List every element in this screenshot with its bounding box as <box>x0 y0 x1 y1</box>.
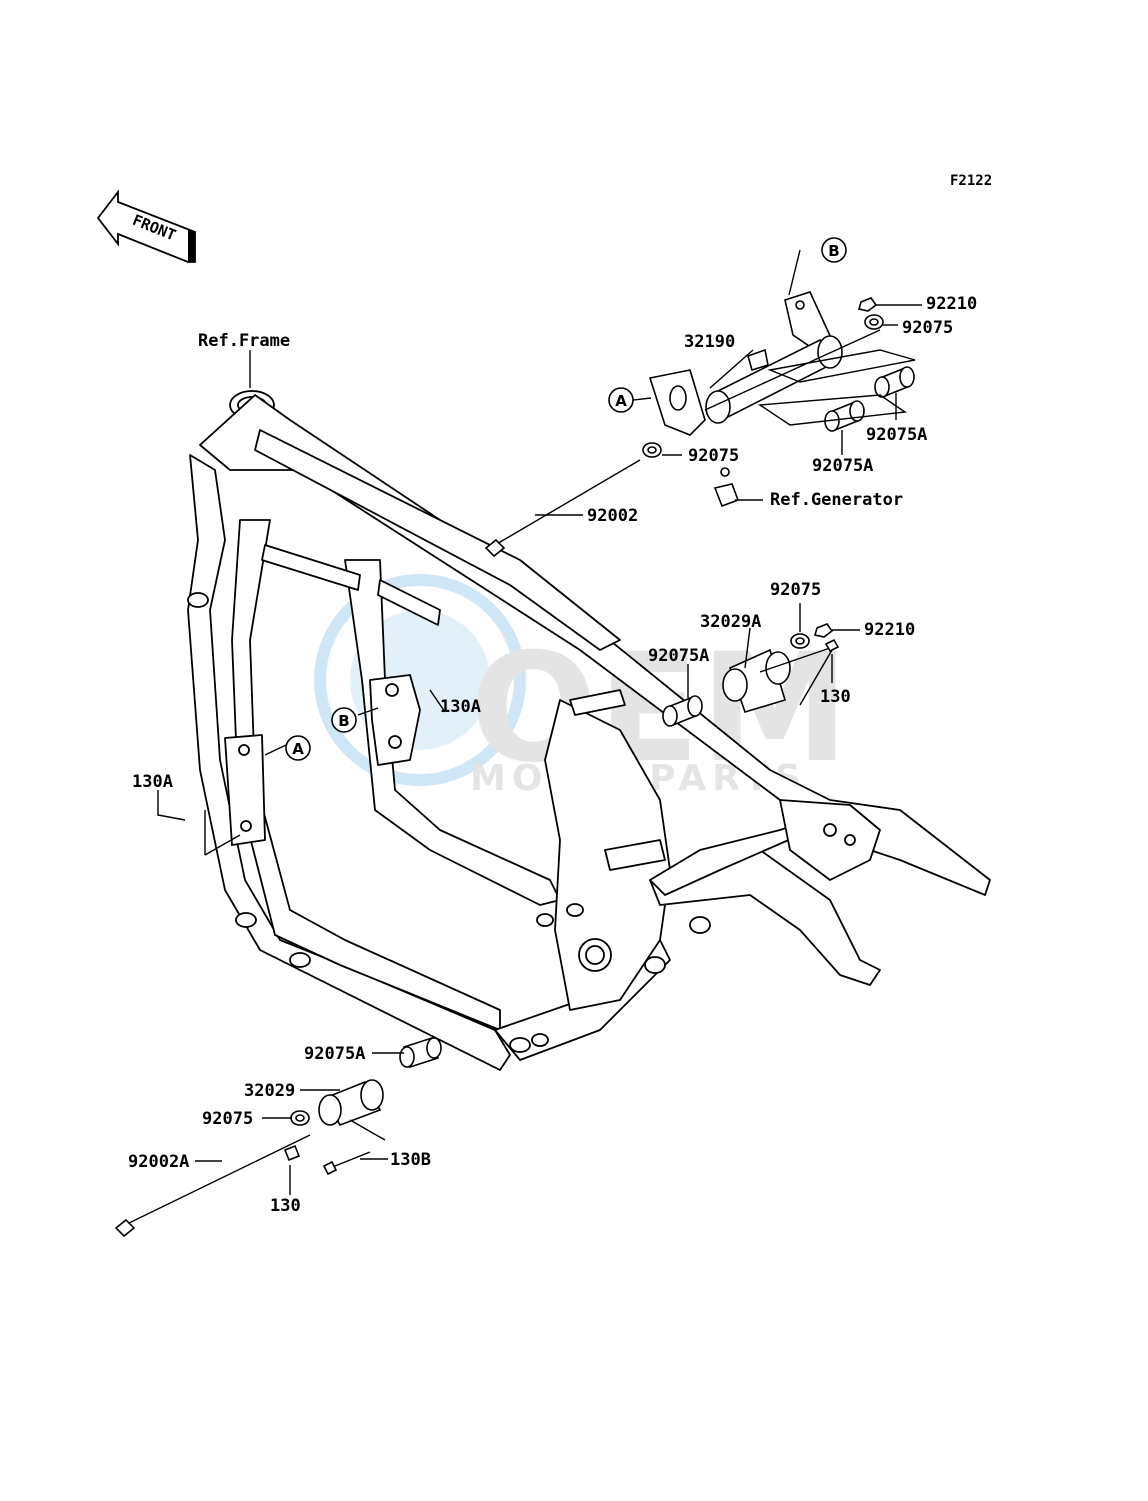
svg-text:B: B <box>828 242 839 260</box>
part-label-130a-c: 130A <box>440 697 481 717</box>
part-label-92075a-b: 92075A <box>648 646 709 666</box>
part-label-92075-b: 92075 <box>770 580 821 600</box>
part-label-130a-l: 130A <box>132 772 173 792</box>
part-label-92075a-r2: 92075A <box>812 456 873 476</box>
motorcycle-frame <box>187 390 991 1071</box>
callout-a-left: A <box>285 735 311 761</box>
callout-a-top: A <box>608 387 634 413</box>
part-label-130-low: 130 <box>270 1196 301 1216</box>
part-label-92075-top: 92075 <box>902 318 953 338</box>
part-label-92210-b: 92210 <box>864 620 915 640</box>
svg-text:A: A <box>292 740 304 758</box>
right-mount-assembly <box>662 623 840 727</box>
lower-mount-assembly <box>114 1036 442 1238</box>
diagram-code: F2122 <box>950 173 992 189</box>
front-arrow-icon: FRONT <box>96 189 196 263</box>
callout-b-center: B <box>331 707 357 733</box>
damper-92075a-4 <box>399 1036 442 1069</box>
part-label-92002a: 92002A <box>128 1152 189 1172</box>
damper-92075a-3 <box>662 695 703 727</box>
leader-lines <box>157 249 922 1195</box>
svg-text:B: B <box>338 712 349 730</box>
part-label-92075a-r1: 92075A <box>866 425 927 445</box>
part-label-32190: 32190 <box>684 332 735 352</box>
part-label-32029a: 32029A <box>700 612 761 632</box>
part-label-92002: 92002 <box>587 506 638 526</box>
part-label-92210-top: 92210 <box>926 294 977 314</box>
damper-92075a-2 <box>874 366 915 398</box>
damper-92075a-1 <box>824 400 865 432</box>
part-label-92075a-low: 92075A <box>304 1044 365 1064</box>
part-label-92075-low: 92075 <box>202 1109 253 1129</box>
part-label-130b: 130B <box>390 1150 431 1170</box>
part-label-130-r: 130 <box>820 687 851 707</box>
ref-generator-label: Ref.Generator <box>770 490 903 510</box>
part-label-92075-mid: 92075 <box>688 446 739 466</box>
callout-b-top: B <box>821 237 847 263</box>
svg-text:A: A <box>615 392 627 410</box>
top-mount-assembly <box>484 291 916 558</box>
ref-frame-label: Ref.Frame <box>198 331 290 351</box>
part-label-32029: 32029 <box>244 1081 295 1101</box>
